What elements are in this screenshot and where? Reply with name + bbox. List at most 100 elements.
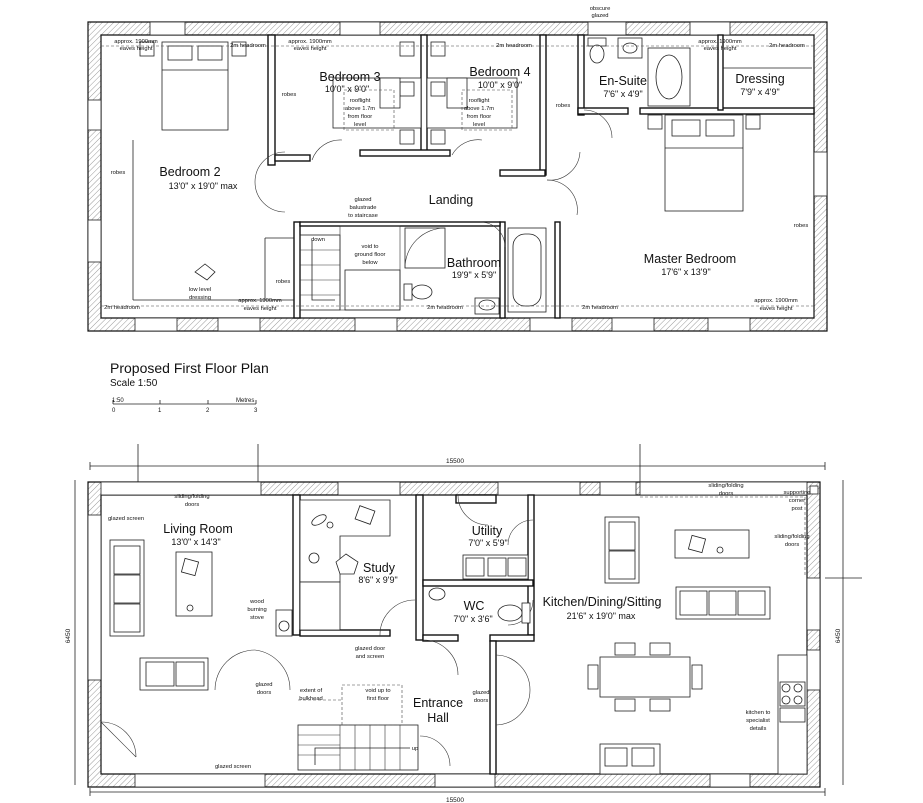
desk <box>299 499 391 631</box>
room-name: En-Suite <box>599 74 647 88</box>
note: robes <box>794 223 809 229</box>
door-swing <box>457 494 489 526</box>
plan-title: Proposed First Floor Plan <box>110 360 269 376</box>
note: sliding/folding <box>708 483 743 489</box>
bath <box>507 227 547 313</box>
window <box>529 317 573 332</box>
double-bed <box>139 41 247 131</box>
window <box>434 773 496 788</box>
partition-wall <box>639 107 815 115</box>
door-swing <box>451 139 483 156</box>
note: obscure <box>590 6 611 12</box>
plan-title-block: Proposed First Floor Plan Scale 1:50 1:5… <box>110 360 269 414</box>
door-swing <box>422 639 459 676</box>
partition-wall <box>499 221 506 319</box>
door-swing <box>100 721 137 758</box>
note: eaves height <box>760 306 793 312</box>
partition-wall <box>499 169 546 177</box>
note: robes <box>556 103 571 109</box>
note: doors <box>785 542 800 548</box>
ground-floor-labels: Living Room 13'0" x 14'3" Study 8'6" x 9… <box>108 483 811 770</box>
room-name: Dressing <box>735 72 784 86</box>
note: approx. 1900mm <box>754 298 798 304</box>
note: level <box>473 122 485 128</box>
note: above 1.7m <box>464 106 494 112</box>
glazed-screen <box>134 773 266 788</box>
sliding-folding-doors <box>639 481 808 496</box>
room-dimensions: 21'6" x 19'0" max <box>567 611 636 621</box>
note: and screen <box>356 654 385 660</box>
note: 2m headroom <box>230 43 266 49</box>
partition-wall <box>420 34 428 156</box>
note: corner <box>789 498 806 504</box>
note: ground floor <box>355 252 386 258</box>
scale-tick: 3 <box>254 408 258 414</box>
note: glazed <box>591 13 608 19</box>
basin <box>617 37 643 59</box>
door-swing <box>254 181 286 213</box>
room-name: Bedroom 4 <box>469 65 530 79</box>
door-swing <box>495 689 531 726</box>
note: rooflight <box>350 98 371 104</box>
partition-wall <box>415 494 424 641</box>
note: approx. 1900mm <box>288 39 332 45</box>
window <box>611 317 655 332</box>
coffee-table <box>175 551 213 617</box>
chair <box>194 263 216 281</box>
note: glazed door <box>355 646 385 652</box>
window <box>587 21 627 36</box>
note: to staircase <box>348 213 378 219</box>
toilet <box>403 283 433 301</box>
toilet <box>497 602 531 624</box>
room-name: Bedroom 3 <box>319 70 380 84</box>
kitchen-units <box>599 654 808 775</box>
room-dimensions: 13'0" x 14'3" <box>171 537 220 547</box>
partition-wall <box>274 154 311 162</box>
note: 2m headroom <box>427 305 463 311</box>
note: sliding/folding <box>774 534 809 540</box>
partition-wall <box>577 107 629 115</box>
door-swing <box>254 151 286 183</box>
sofa <box>139 657 209 691</box>
note: from floor <box>348 114 373 120</box>
room-dimensions: 17'6" x 13'9" <box>661 267 710 277</box>
first-floor-plan <box>87 21 828 332</box>
room-dimensions: 7'0" x 5'9" <box>468 538 507 548</box>
note: above 1.7m <box>345 106 375 112</box>
note: eaves height <box>294 46 327 52</box>
door-swing <box>583 109 613 139</box>
room-name: Kitchen/Dining/Sitting <box>543 595 662 609</box>
partition-wall <box>489 634 535 642</box>
note: robes <box>282 92 297 98</box>
sofa <box>109 539 145 637</box>
scale-tick: 2 <box>206 408 210 414</box>
window <box>689 21 731 36</box>
room-dimensions: 10'0" x 9'0" <box>478 80 522 90</box>
note: dressing <box>189 295 211 301</box>
partition-wall <box>577 34 585 116</box>
staircase <box>297 684 419 771</box>
room-name: Bathroom <box>447 256 501 270</box>
window <box>599 481 637 496</box>
window <box>337 481 401 496</box>
room-name: Living Room <box>163 522 232 536</box>
door-swing <box>419 735 451 767</box>
note: approx. 1900mm <box>698 39 742 45</box>
window <box>149 21 186 36</box>
door-swing <box>479 221 506 248</box>
note: glazed screen <box>215 764 251 770</box>
note: level <box>354 122 366 128</box>
note: bulkhead <box>299 696 323 702</box>
window <box>87 219 102 263</box>
partition-wall <box>359 149 451 157</box>
room-dimensions: 7'6" x 4'9" <box>603 89 642 99</box>
partition-wall <box>489 640 497 775</box>
room-name: Bedroom 2 <box>159 165 220 179</box>
scale-tick: 0 <box>112 408 116 414</box>
window <box>806 649 821 691</box>
scale-tick: 1 <box>158 408 162 414</box>
partition-wall <box>422 579 534 587</box>
scale-bar-unit: Metres <box>236 398 254 404</box>
